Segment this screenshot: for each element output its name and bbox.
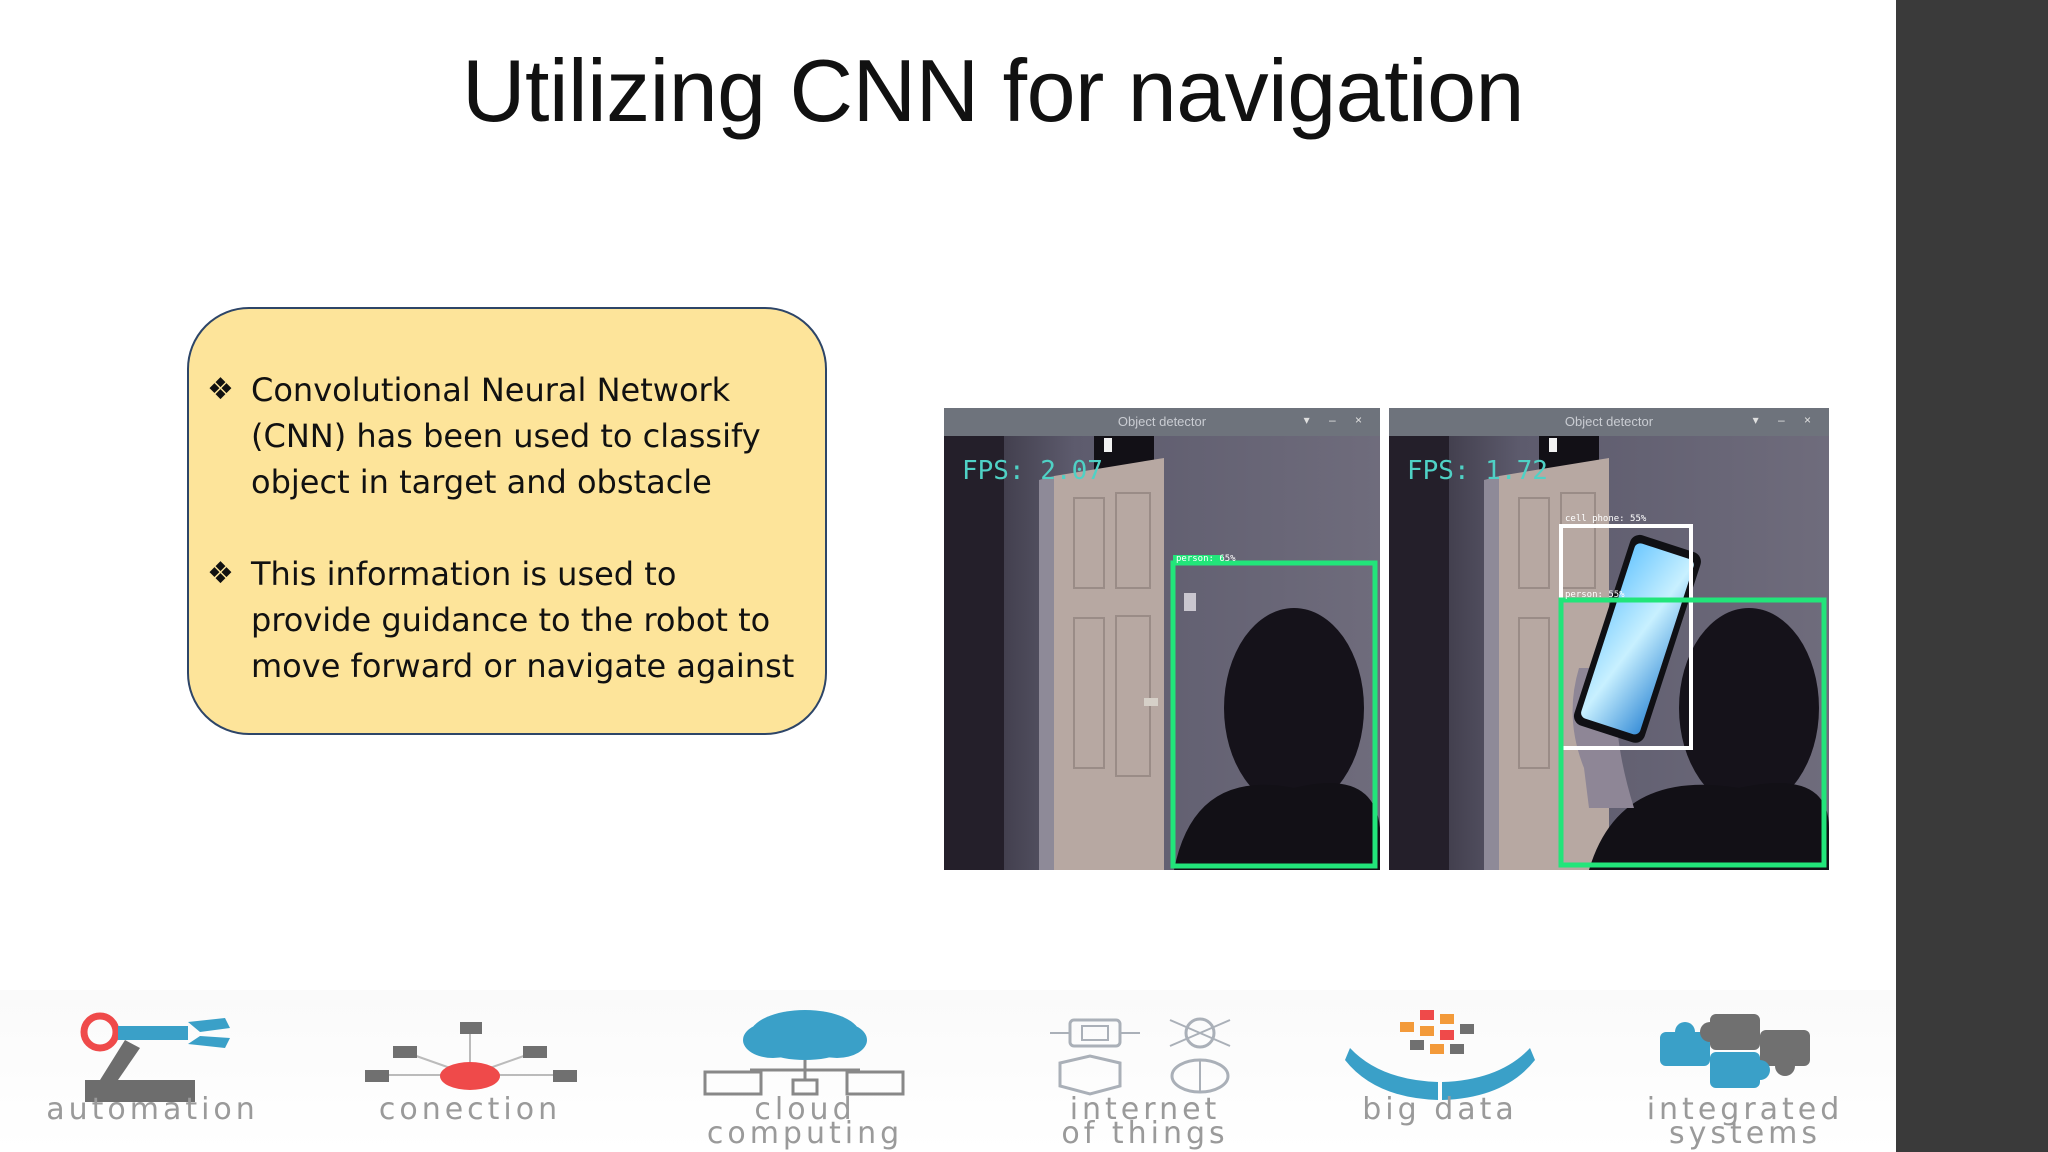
window-controls[interactable]: ▾ – ×: [1303, 413, 1370, 427]
big-data-hands-icon: [1345, 1010, 1535, 1100]
object-detector-window: Object detector ▾ – × FPS: 2.07 person: …: [944, 408, 1380, 870]
slide-title: Utilizing CNN for navigation: [462, 41, 1524, 140]
window-titlebar[interactable]: Object detector ▾ – ×: [1389, 408, 1829, 436]
icon-label: integrated: [1646, 1092, 1844, 1127]
window-title: Object detector: [1117, 414, 1207, 429]
industry-4-icon-strip: automation conection: [0, 990, 1896, 1152]
icon-label: internet: [1069, 1092, 1221, 1127]
cloud-computing-icon: [703, 1010, 905, 1096]
iot-chip-icon: [1050, 1017, 1231, 1096]
puzzle-pieces-icon: [1660, 1014, 1810, 1088]
fps-readout: FPS: 2.07: [962, 456, 1103, 486]
window-titlebar[interactable]: Object detector ▾ – ×: [944, 408, 1380, 436]
bullet-callout-box: ❖ Convolutional Neural Network (CNN) has…: [187, 307, 827, 735]
detection-label: person: 65%: [1176, 554, 1236, 564]
icon-item-integrated-systems: integrated systems: [1600, 990, 1890, 1152]
icon-item-cloud-computing: cloud computing: [655, 990, 955, 1152]
icon-item-internet-of-things: internet of things: [1010, 990, 1280, 1152]
icon-label: cloud: [754, 1092, 856, 1127]
icon-label: computing: [706, 1116, 904, 1151]
diamond-bullet-icon: ❖: [207, 556, 234, 591]
detection-label: person: 55%: [1565, 590, 1625, 600]
fps-readout: FPS: 1.72: [1407, 456, 1548, 486]
presentation-side-bar: [1896, 0, 2048, 1152]
icon-item-automation: automation: [0, 990, 305, 1152]
window-title: Object detector: [1564, 414, 1654, 429]
window-controls[interactable]: ▾ – ×: [1752, 413, 1819, 427]
bullet-item: ❖ Convolutional Neural Network (CNN) has…: [207, 367, 805, 505]
bullet-text: This information is used to provide guid…: [251, 555, 795, 685]
bullet-text: Convolutional Neural Network (CNN) has b…: [251, 371, 761, 501]
icon-label: big data: [1362, 1092, 1518, 1127]
detection-label: cell phone: 55%: [1565, 514, 1647, 524]
icon-item-conection: conection: [335, 990, 605, 1152]
slide: Utilizing CNN for navigation ❖ Convoluti…: [0, 41, 1896, 1152]
bullet-item: ❖ This information is used to provide gu…: [207, 551, 805, 689]
icon-label: of things: [1061, 1116, 1229, 1151]
camera-frame: [944, 436, 1380, 870]
icon-label: systems: [1668, 1116, 1822, 1151]
icon-label: conection: [378, 1092, 562, 1127]
network-node-icon: [365, 1022, 577, 1090]
camera-frame: [1389, 436, 1829, 870]
object-detector-screenshots: Object detector ▾ – × FPS: 2.07 person: …: [944, 408, 1829, 870]
diamond-bullet-icon: ❖: [207, 372, 234, 407]
icon-label: automation: [46, 1092, 259, 1127]
robot-arm-icon: [80, 1012, 230, 1102]
icon-item-big-data: big data: [1320, 990, 1560, 1152]
object-detector-window: Object detector ▾ – × FPS: 1.72 cell pho…: [1389, 408, 1829, 870]
